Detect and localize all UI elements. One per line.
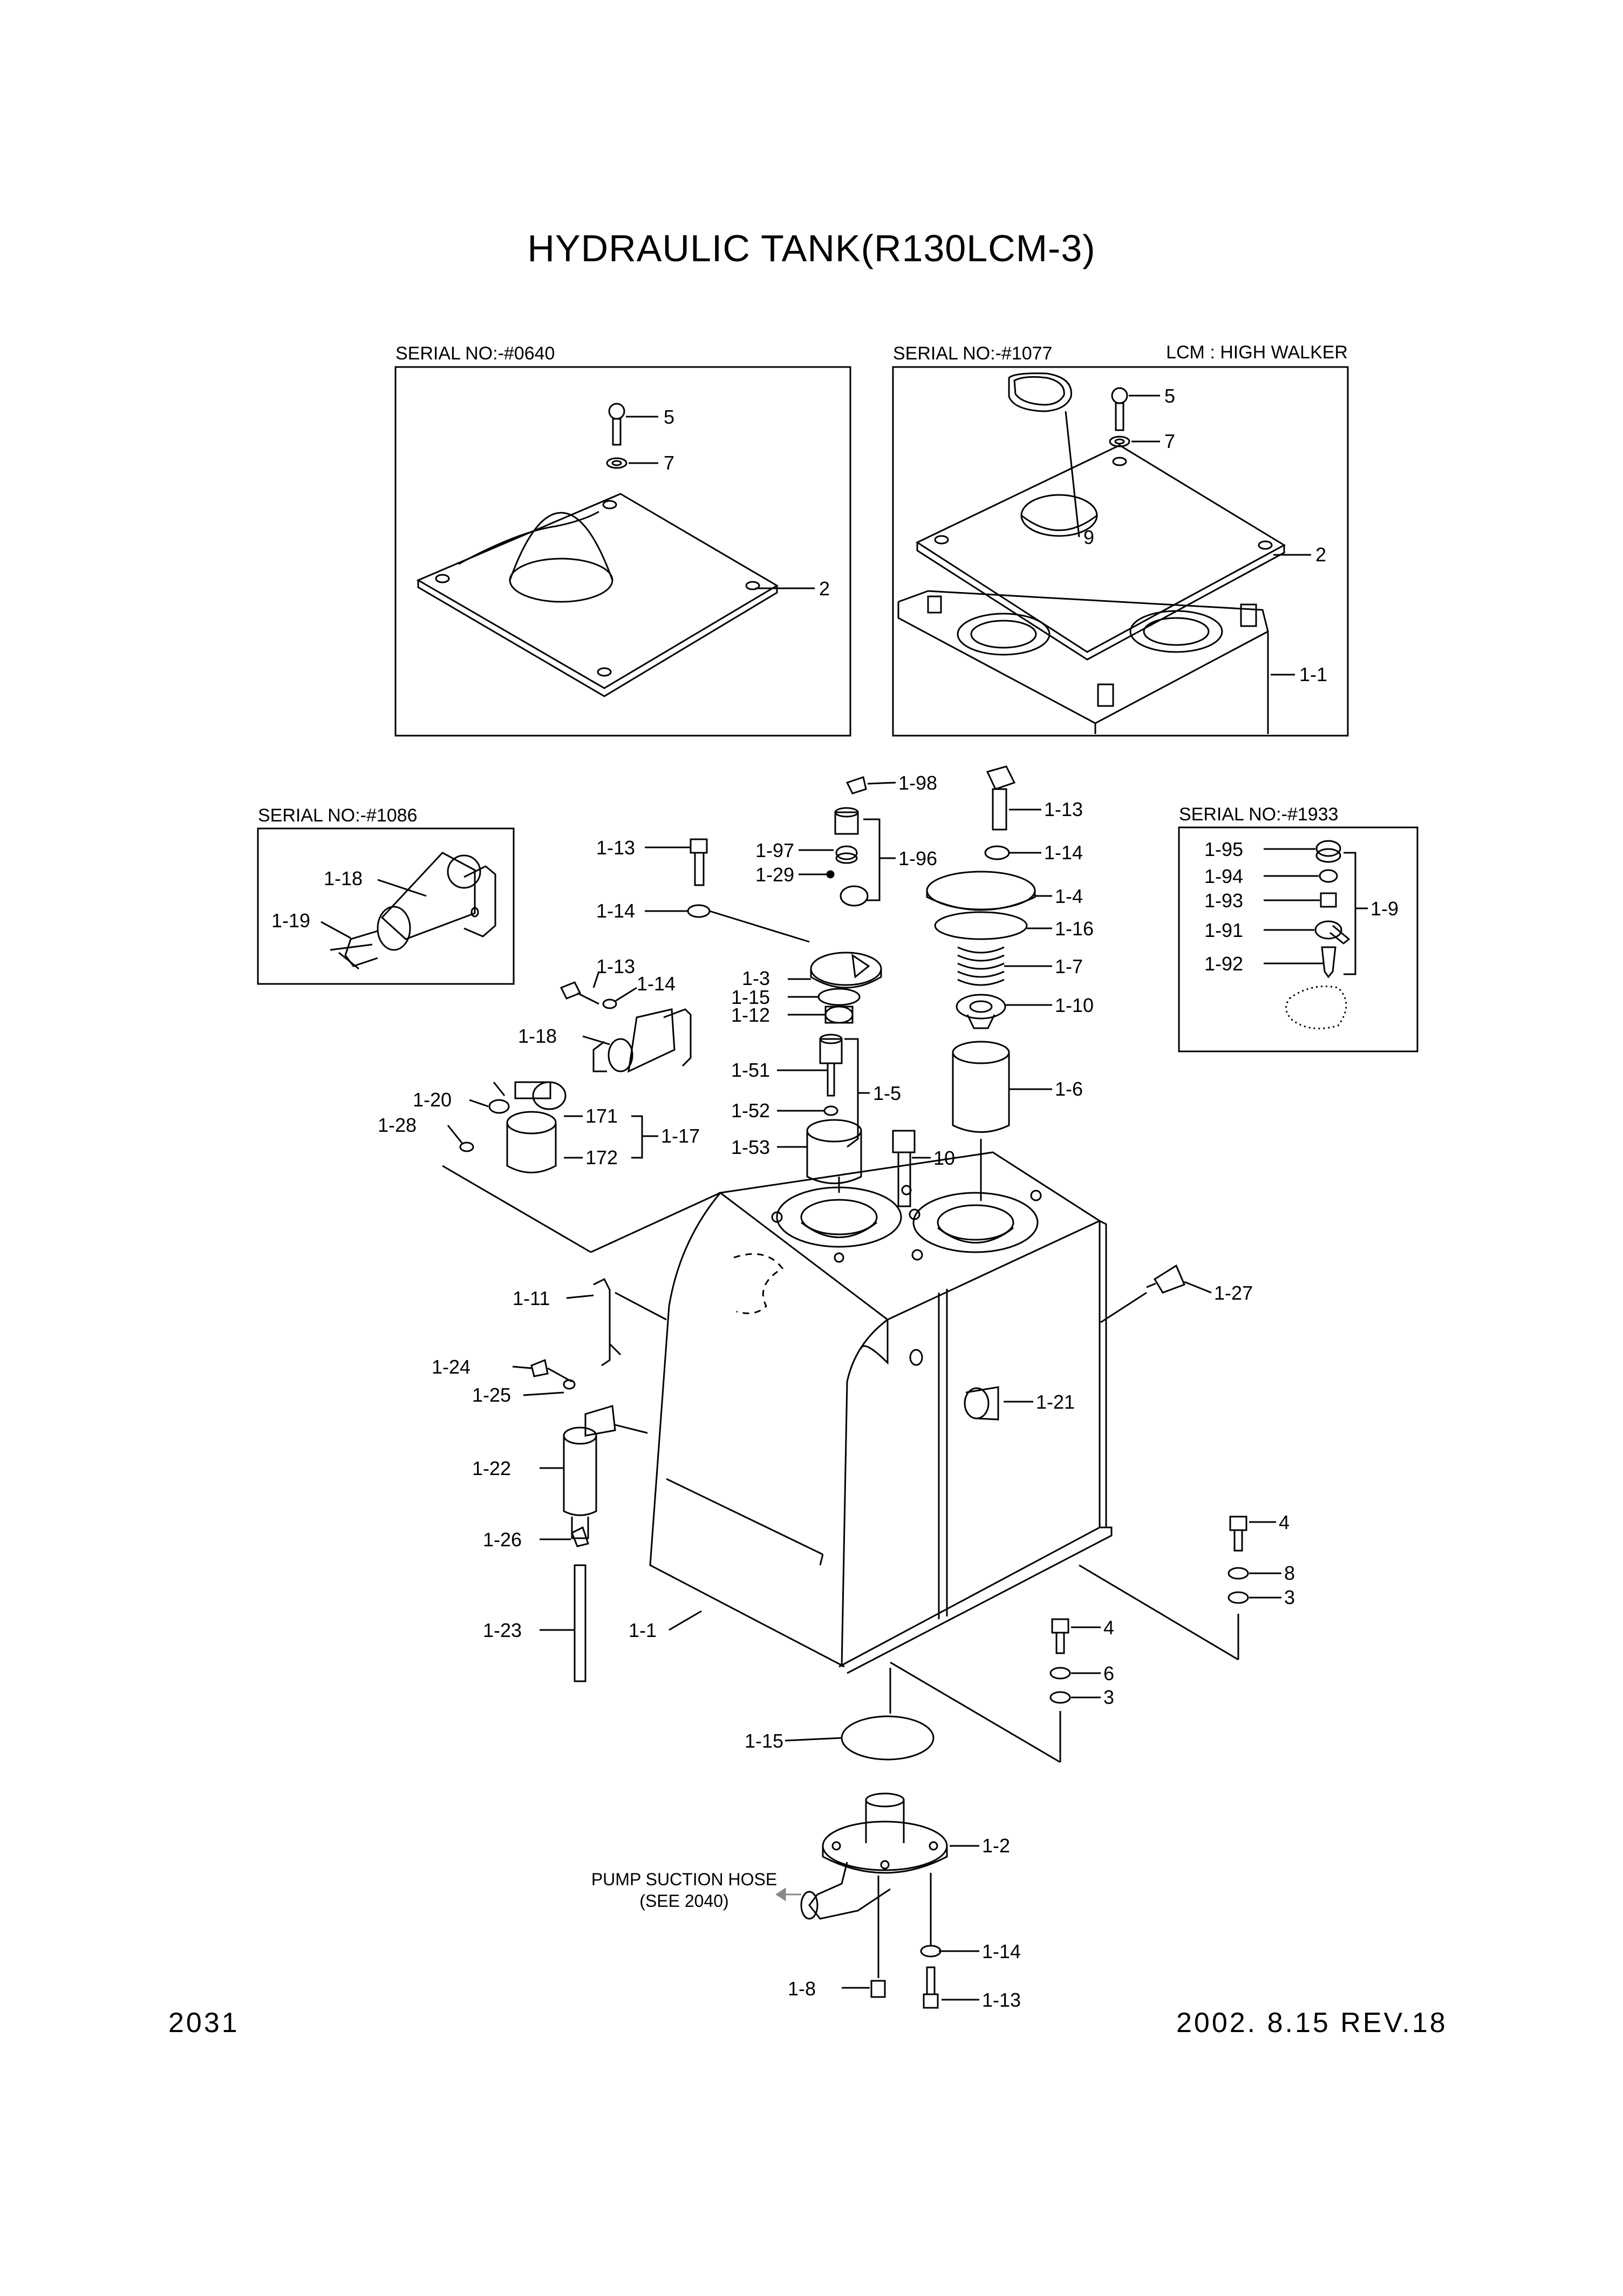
callout-1-96: 1-96 (898, 847, 937, 870)
callout-1-20: 1-20 (413, 1089, 452, 1111)
callout-1-1: 1-1 (629, 1619, 657, 1641)
callout-1-11: 1-11 (513, 1287, 550, 1309)
callout-7: 7 (664, 452, 674, 474)
callout-1-8: 1-8 (788, 1978, 816, 2000)
callout-5: 5 (1164, 385, 1175, 407)
callout-1-6: 1-6 (1055, 1078, 1083, 1100)
callout-1-14: 1-14 (1044, 841, 1083, 864)
inset-serial-1086: SERIAL NO:-#1086 1-18 1-19 (257, 805, 515, 985)
callout-1-14: 1-14 (596, 900, 635, 922)
callout-9: 9 (1083, 526, 1094, 548)
pump-suction-note-line1: PUMP SUCTION HOSE (591, 1870, 777, 1889)
callout-1-27: 1-27 (1214, 1282, 1253, 1304)
callout-4: 4 (1103, 1616, 1114, 1639)
inset-serial-label: SERIAL NO:-#1077 (893, 343, 1052, 364)
callout-1-2: 1-2 (982, 1835, 1010, 1857)
callout-1-4: 1-4 (1055, 885, 1083, 907)
callout-1-13: 1-13 (596, 837, 635, 859)
bolts-left-top (442, 839, 810, 1253)
pump-suction-note-line2: (SEE 2040) (639, 1891, 728, 1911)
inset-serial-1933: SERIAL NO:-#1933 1-95 1-94 1-93 1-91 1-9… (1178, 804, 1419, 1052)
callout-1-51: 1-51 (731, 1059, 770, 1081)
callout-1-24: 1-24 (432, 1356, 470, 1378)
callout-1-15: 1-15 (731, 986, 770, 1008)
callout-171: 171 (585, 1105, 618, 1127)
callout-1-53: 1-53 (731, 1136, 770, 1158)
callout-1-17: 1-17 (661, 1125, 700, 1147)
inset-serial-label: SERIAL NO:-#0640 (395, 343, 555, 364)
callout-1-19: 1-19 (271, 909, 310, 932)
callout-1-97: 1-97 (755, 839, 794, 861)
callout-1-1: 1-1 (1299, 663, 1327, 685)
inset-serial-1077: SERIAL NO:-#1077 LCM : HIGH WALKER (892, 342, 1349, 737)
filter-assembly-left (777, 776, 931, 1207)
callout-1-23: 1-23 (483, 1619, 522, 1641)
callout-1-92: 1-92 (1204, 953, 1243, 975)
callout-2: 2 (819, 578, 830, 600)
callout-1-13: 1-13 (596, 955, 635, 977)
callout-5: 5 (664, 406, 674, 428)
suction-assembly (775, 1668, 979, 2009)
callout-1-18: 1-18 (518, 1025, 557, 1047)
callout-1-14: 1-14 (637, 973, 676, 995)
callout-1-10: 1-10 (1055, 994, 1094, 1016)
callout-1-26: 1-26 (483, 1529, 522, 1551)
callout-1-13: 1-13 (982, 1989, 1021, 2011)
callout-1-25: 1-25 (472, 1384, 511, 1406)
callout-1-94: 1-94 (1204, 865, 1243, 887)
callout-1-52: 1-52 (731, 1099, 770, 1122)
callout-1-14: 1-14 (982, 1940, 1021, 1962)
callout-1-98: 1-98 (898, 772, 937, 794)
inset-serial-label: SERIAL NO:-#1933 (1179, 804, 1338, 825)
callout-6: 6 (1103, 1662, 1114, 1684)
callout-1-16: 1-16 (1055, 918, 1094, 940)
callout-1-29: 1-29 (755, 864, 794, 886)
callout-1-12: 1-12 (731, 1004, 770, 1026)
callout-1-18: 1-18 (324, 867, 363, 889)
callout-1-15: 1-15 (745, 1730, 783, 1752)
callout-1-95: 1-95 (1204, 838, 1243, 860)
callout-1-28: 1-28 (378, 1114, 417, 1136)
callout-10: 10 (933, 1147, 955, 1169)
callout-1-7: 1-7 (1055, 955, 1083, 977)
callout-1-5: 1-5 (873, 1082, 901, 1104)
callout-3: 3 (1103, 1686, 1114, 1708)
left-side-components (512, 1264, 1212, 1682)
callout-1-22: 1-22 (472, 1457, 511, 1479)
callout-3: 3 (1284, 1586, 1295, 1608)
revision-date: 2002. 8.15 REV.18 (1176, 2007, 1448, 2039)
inset-note: LCM : HIGH WALKER (1166, 342, 1348, 363)
callout-1-13: 1-13 (1044, 798, 1083, 820)
callout-2: 2 (1315, 544, 1326, 566)
inset-serial-0640: SERIAL NO:-#0640 5 7 2 (394, 343, 851, 737)
inset-serial-label: SERIAL NO:-#1086 (258, 805, 417, 826)
page-number: 2031 (168, 2007, 240, 2039)
callout-1-9: 1-9 (1370, 898, 1399, 920)
page-title: HYDRAULIC TANK(R130LCM-3) (527, 227, 1096, 269)
mounting-hardware (890, 1516, 1281, 1763)
callout-4: 4 (1279, 1511, 1290, 1533)
callout-1-3: 1-3 (742, 967, 770, 989)
filter-assembly-right (926, 765, 1052, 1201)
callout-1-91: 1-91 (1204, 919, 1243, 941)
hydraulic-tank-body (649, 1151, 1113, 1674)
callout-7: 7 (1164, 430, 1175, 452)
callout-172: 172 (585, 1146, 618, 1169)
callout-8: 8 (1284, 1562, 1295, 1584)
callout-1-21: 1-21 (1036, 1391, 1075, 1413)
callout-1-93: 1-93 (1204, 889, 1243, 912)
